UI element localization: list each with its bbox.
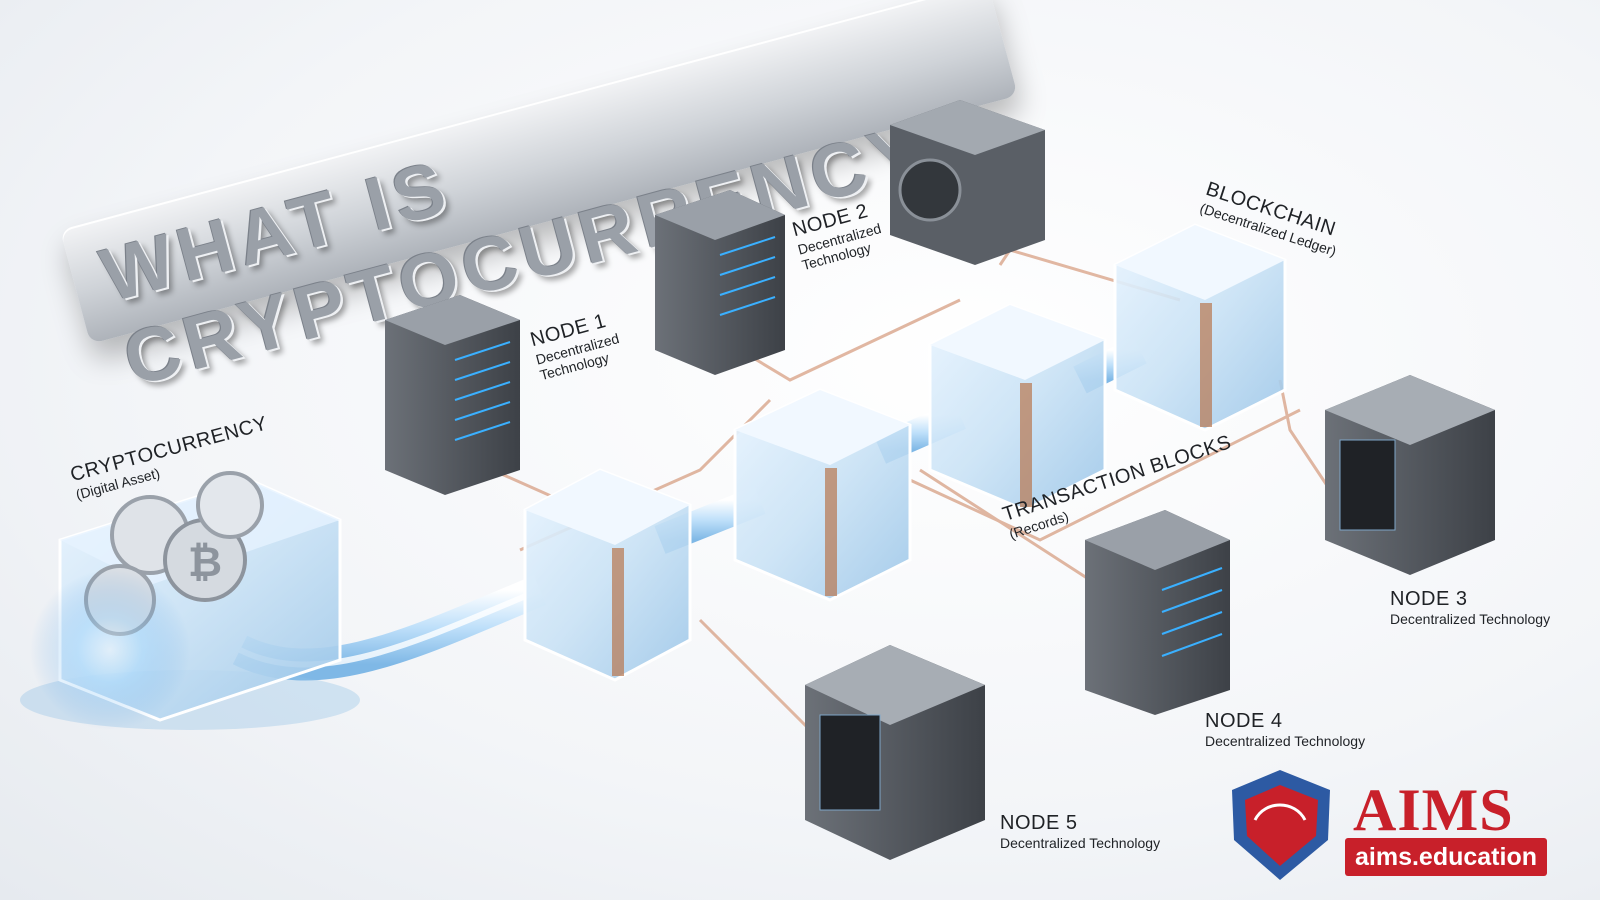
- block-3: [928, 303, 1107, 512]
- server-node-1: [385, 295, 520, 495]
- block-4: [1113, 223, 1287, 432]
- aims-logo: AIMS aims.education: [1245, 780, 1585, 890]
- svg-text:₿: ₿: [188, 538, 222, 585]
- aims-crest-icon: [1232, 770, 1330, 880]
- label-node-3: NODE 3 Decentralized Technology: [1390, 588, 1551, 627]
- brand-name: AIMS: [1353, 777, 1514, 843]
- label-node-4: NODE 4 Decentralized Technology: [1205, 710, 1366, 749]
- transaction-blocks: [523, 223, 1287, 682]
- server-node-2: [655, 190, 785, 375]
- label-node-5: NODE 5 Decentralized Technology: [1000, 812, 1161, 851]
- block-1: [523, 468, 692, 682]
- server-node-4: [1085, 510, 1230, 715]
- crypto-coin-box: ₿: [20, 471, 360, 730]
- brand-url: aims.education: [1345, 838, 1547, 876]
- block-2: [733, 388, 912, 602]
- server-psu: [890, 100, 1045, 265]
- server-node-5: [805, 645, 985, 860]
- fan-icon: [898, 158, 962, 222]
- coin-icon: [196, 471, 264, 539]
- server-node-3: [1325, 375, 1495, 575]
